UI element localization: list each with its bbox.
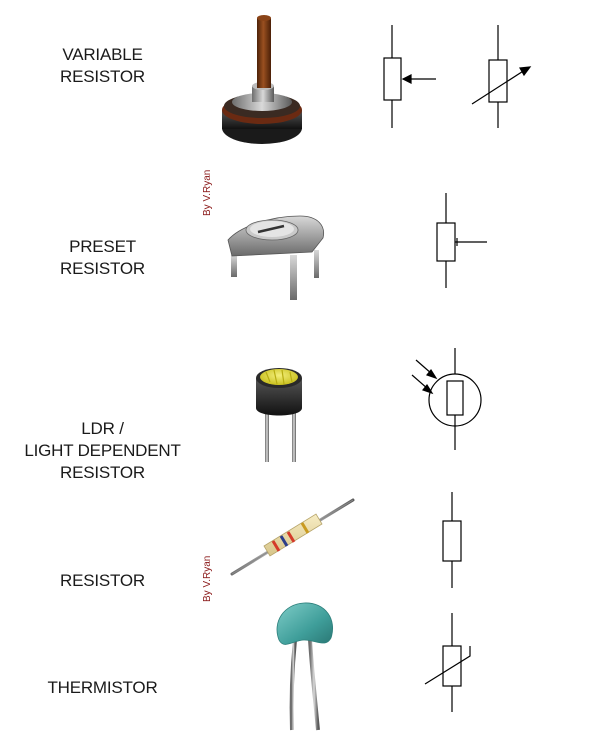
- potentiometer-illustration: [222, 15, 302, 144]
- label-variable-resistor: VARIABLE RESISTOR: [60, 45, 145, 86]
- label-thermistor: THERMISTOR: [47, 678, 158, 697]
- resistor-symbol: [442, 492, 462, 588]
- variable-resistor-symbol-arrow: [471, 25, 532, 128]
- label-ldr: LDR / LIGHT DEPENDENT RESISTOR: [24, 419, 181, 482]
- resistor-illustration: [230, 498, 355, 576]
- label-preset-resistor: PRESET RESISTOR: [60, 237, 145, 278]
- label-resistor: RESISTOR: [60, 571, 145, 590]
- ldr-illustration: [256, 368, 302, 462]
- ldr-symbol: [411, 348, 482, 450]
- variable-resistor-symbol-wiper: [383, 25, 436, 128]
- thermistor-symbol: [424, 613, 471, 712]
- preset-resistor-illustration: [227, 215, 325, 300]
- preset-resistor-symbol: [436, 193, 487, 288]
- thermistor-illustration: [276, 602, 333, 731]
